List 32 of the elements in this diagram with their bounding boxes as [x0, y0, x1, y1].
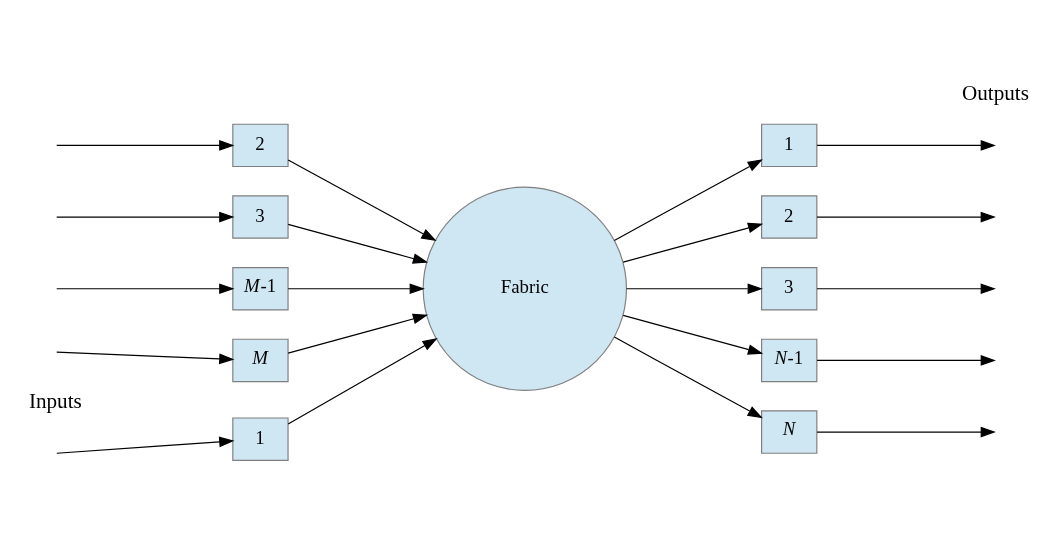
arrow	[613, 336, 763, 418]
arrow	[625, 282, 763, 294]
node-box: 1	[232, 416, 289, 461]
arrow	[613, 158, 763, 241]
arrow	[56, 211, 235, 222]
arrow	[56, 351, 235, 364]
node-box: 3	[232, 194, 289, 239]
arrow	[622, 314, 764, 355]
node-box: M-1	[232, 266, 289, 310]
arrow	[816, 354, 996, 366]
label: Inputs	[28, 388, 82, 413]
arrow	[56, 436, 235, 454]
arrow	[287, 158, 437, 241]
arrow	[816, 426, 996, 437]
label: Outputs	[961, 80, 1029, 105]
arrow	[816, 139, 996, 151]
node-box: 1	[761, 123, 818, 167]
arrow	[816, 211, 996, 222]
arrow	[287, 337, 438, 424]
arrow	[56, 139, 235, 151]
arrow	[56, 282, 235, 294]
arrow	[287, 282, 425, 294]
node-box: N-1	[761, 338, 818, 382]
node-box: 3	[761, 266, 818, 310]
node-box: 2	[761, 194, 818, 239]
arrow	[816, 282, 996, 294]
arrow	[287, 223, 429, 264]
arrow	[622, 222, 764, 263]
node-box: M	[232, 338, 289, 382]
arrow	[287, 313, 429, 354]
node-box: N	[761, 409, 818, 454]
node-box: 2	[232, 123, 289, 167]
